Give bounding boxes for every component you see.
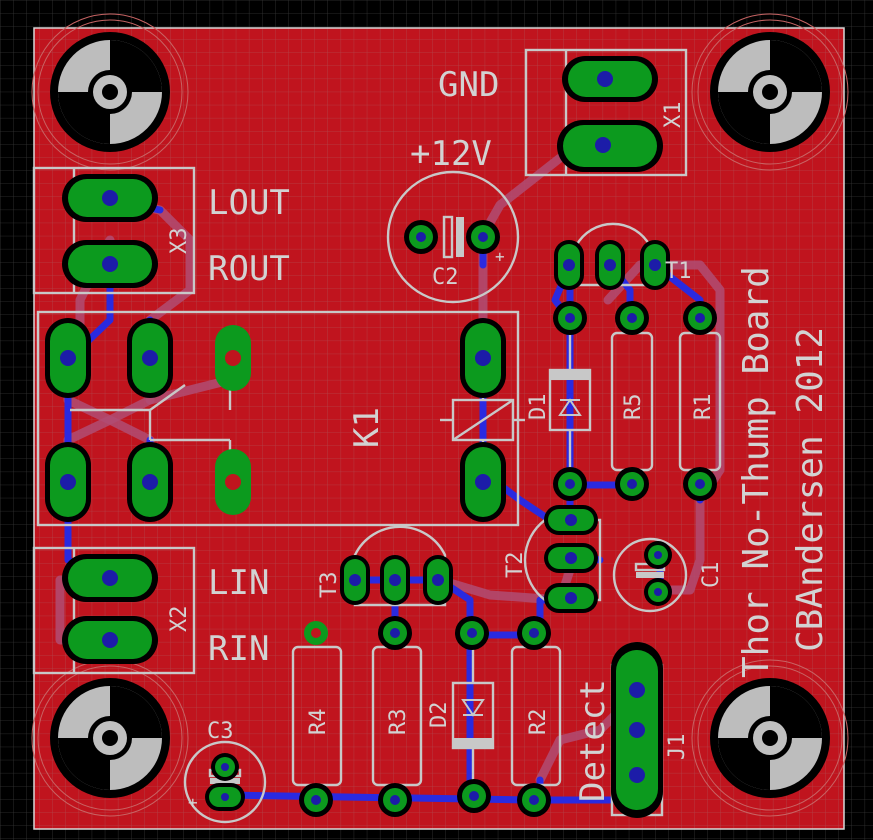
c2-plus: + (495, 247, 505, 266)
connector-x1: GND +12V X1 (410, 48, 688, 177)
t3-designator: T3 (317, 572, 342, 599)
x2-pin2-label: RIN (208, 629, 269, 669)
d2-designator: D2 (427, 702, 452, 729)
transistor-t2: T2 (503, 505, 602, 613)
k1-designator: K1 (347, 407, 387, 448)
r2-designator: R2 (526, 709, 551, 736)
connector-x2: LIN RIN X2 (32, 546, 269, 675)
x1-pin2-label: +12V (410, 134, 492, 174)
x1-designator: X1 (661, 102, 686, 129)
relay-k1: K1 (36, 310, 525, 527)
mounting-hole-bottom-left (31, 659, 189, 817)
x3-designator: X3 (167, 228, 192, 255)
x3-pin1-label: LOUT (208, 183, 290, 223)
middle-pads (553, 301, 717, 501)
diode-d2: D2 (427, 648, 495, 785)
transistor-t1: T1 (554, 222, 692, 290)
t2-designator: T2 (503, 552, 528, 579)
mounting-hole-bottom-right (691, 659, 849, 817)
d1-designator: D1 (526, 394, 551, 421)
c1-designator: C1 (699, 562, 724, 589)
c3-designator: C3 (207, 719, 234, 744)
k1-pads (45, 318, 506, 522)
x2-designator: X2 (167, 606, 192, 633)
x1-pin1-label: GND (438, 65, 499, 105)
r1-designator: R1 (691, 394, 716, 421)
transistor-t3: T3 (317, 525, 453, 607)
bottom-row-pads (299, 616, 551, 817)
board-outline (33, 27, 845, 830)
r4-designator: R4 (306, 709, 331, 736)
x2-pin1-label: LIN (208, 563, 269, 603)
diode-d1: D1 (526, 330, 592, 470)
capacitor-c3: C3 + (183, 719, 267, 824)
capacitor-c1: C1 (612, 537, 724, 613)
j1-detect-label: Detect (573, 679, 613, 802)
x3-pin2-label: ROUT (208, 249, 290, 289)
c3-plus: + (188, 793, 198, 812)
mounting-hole-top-right (691, 13, 849, 171)
r3-designator: R3 (386, 709, 411, 736)
board-author: CBAndersen 2012 (790, 327, 831, 652)
capacitor-c2: C2 + (386, 170, 520, 304)
t1-designator: T1 (665, 259, 692, 284)
board-title: Thor No-Thump Board (736, 266, 777, 678)
mounting-hole-top-left (31, 13, 189, 171)
jumper-j1: J1 Detect (573, 642, 690, 818)
j1-designator: J1 (665, 734, 690, 761)
c2-designator: C2 (432, 265, 459, 290)
connector-x3: LOUT ROUT X3 (32, 166, 290, 295)
r5-designator: R5 (621, 394, 646, 421)
